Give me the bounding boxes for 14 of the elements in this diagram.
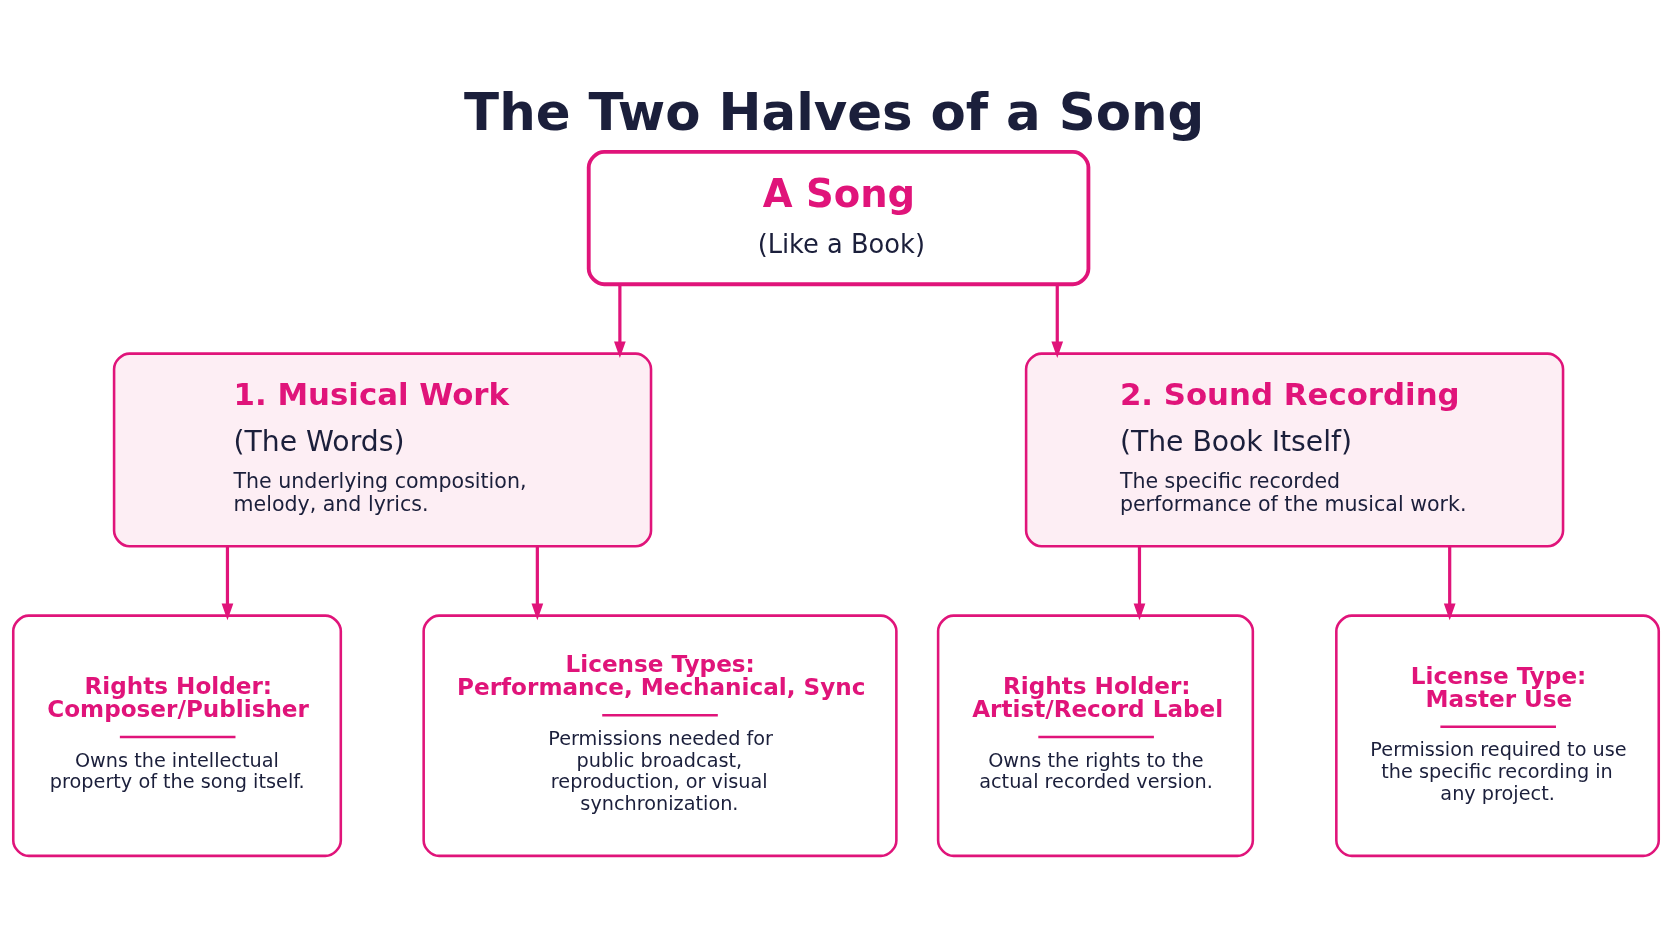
node-box: 1. Musical Work (The Words) The underlying composition, melody, and lyrics. bbox=[112, 352, 653, 548]
diagram-title: The Two Halves of a Song bbox=[464, 82, 1205, 143]
arrow bbox=[221, 546, 234, 621]
node-box: Rights Holder: Composer/Publisher Owns the intellectual property of the song itself. bbox=[11, 614, 343, 858]
node-box: Rights Holder: Artist/Record Label Owns the rights to the actual recorded version. bbox=[936, 614, 1255, 858]
arrow bbox=[614, 284, 626, 359]
arrow bbox=[1133, 546, 1146, 621]
node-box: License Type: Master Use Permission required to use the specific recording in any project. bbox=[1335, 614, 1661, 858]
node-box: 2. Sound Recording (The Book Itself) The specific recorded performance of the musical work. bbox=[1024, 352, 1565, 548]
node-box: A Song (Like a Book) bbox=[586, 150, 1091, 287]
arrow bbox=[1443, 546, 1456, 621]
arrow bbox=[1051, 284, 1064, 359]
arrow bbox=[531, 546, 544, 621]
node-box: License Types: Performance, Mechanical, Sync Permissions needed for public broadcast, reproduction, or visual synchronization. bbox=[422, 614, 898, 858]
